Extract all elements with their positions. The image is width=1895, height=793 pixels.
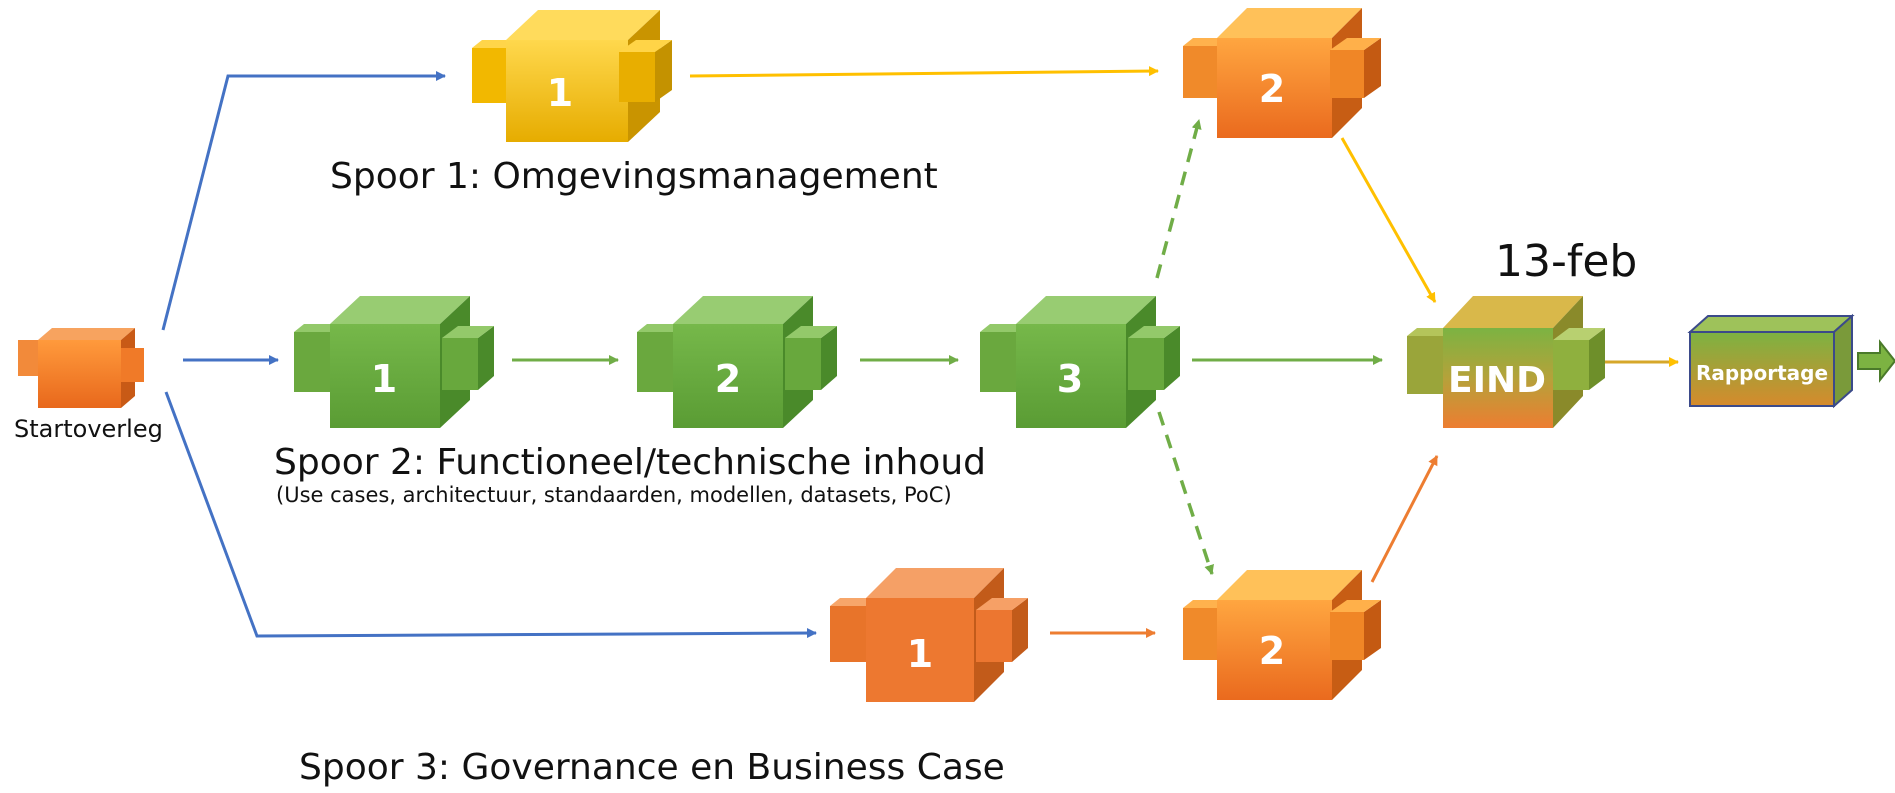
track1-title: Spoor 1: Omgevingsmanagement [330, 156, 938, 197]
end-label: EIND [1448, 360, 1546, 401]
track2-step3-block: 3 [980, 296, 1180, 428]
track3-step1-label: 1 [907, 632, 933, 676]
track2-subtitle: (Use cases, architectuur, standaarden, m… [276, 483, 952, 507]
start-label: Startoverleg [14, 415, 163, 443]
report-label: Rapportage [1696, 361, 1828, 385]
track3-title: Spoor 3: Governance en Business Case [299, 747, 1005, 788]
track3-step1-block: 1 [830, 568, 1028, 702]
arrow-track2-3-to-track1-2-dashed [1155, 119, 1202, 279]
end-date: 13-feb [1495, 236, 1637, 287]
arrow-start-to-track1 [161, 71, 446, 331]
arrow-track2-3-to-track3-2-dashed [1157, 411, 1214, 575]
arrow-track1-2-to-end [1340, 137, 1437, 303]
track1-step1-block: 1 [472, 10, 672, 142]
track3-step2-label: 2 [1259, 629, 1285, 673]
track2-step2-block: 2 [637, 296, 837, 428]
track1-step2-label: 2 [1259, 67, 1285, 111]
report-block: Rapportage [1687, 313, 1855, 409]
track1-step2-block: 2 [1183, 8, 1381, 138]
arrow-track1-1-to-2 [689, 66, 1159, 78]
track2-title: Spoor 2: Functioneel/technische inhoud [274, 442, 986, 483]
track2-step2-label: 2 [715, 357, 741, 401]
arrow-start-to-track3 [164, 391, 817, 639]
connectors [161, 66, 1679, 639]
track1-step1-label: 1 [547, 71, 573, 115]
start-block: Startoverleg [14, 328, 163, 443]
arrow-track3-2-to-end [1370, 455, 1439, 583]
track2-step3-label: 3 [1057, 357, 1083, 401]
track2-step1-label: 1 [371, 357, 397, 401]
report-output-arrow [1857, 339, 1895, 383]
track2-step1-block: 1 [294, 296, 494, 428]
end-block: EIND [1407, 296, 1605, 428]
track3-step2-block: 2 [1183, 570, 1381, 700]
